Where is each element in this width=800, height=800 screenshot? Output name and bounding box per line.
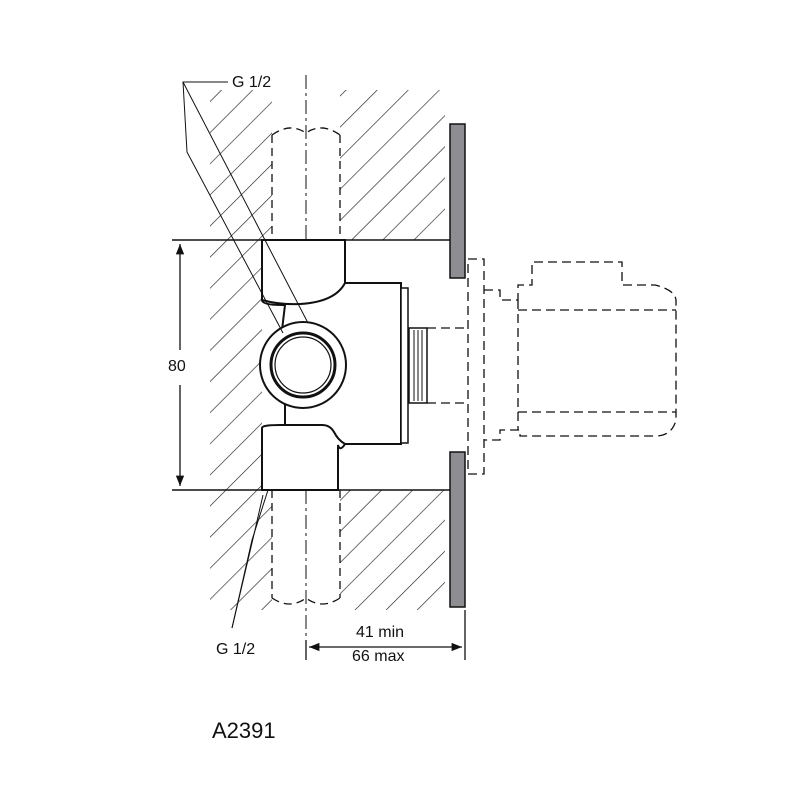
thread-label-bottom: G 1/2 — [216, 641, 256, 658]
depth-min-label: 41 min — [356, 624, 405, 641]
depth-max-label: 66 max — [352, 648, 405, 665]
handle-outline — [427, 258, 677, 475]
cover-plate — [449, 123, 466, 608]
thread-label-top: G 1/2 — [232, 74, 272, 91]
pipe-bottom — [271, 490, 341, 605]
valve-body — [259, 239, 428, 491]
pipe-top — [271, 127, 341, 240]
leader-lines — [182, 81, 309, 629]
part-code: A2391 — [212, 718, 276, 743]
dimension-depth — [305, 610, 466, 660]
height-dimension-label: 80 — [168, 358, 186, 375]
